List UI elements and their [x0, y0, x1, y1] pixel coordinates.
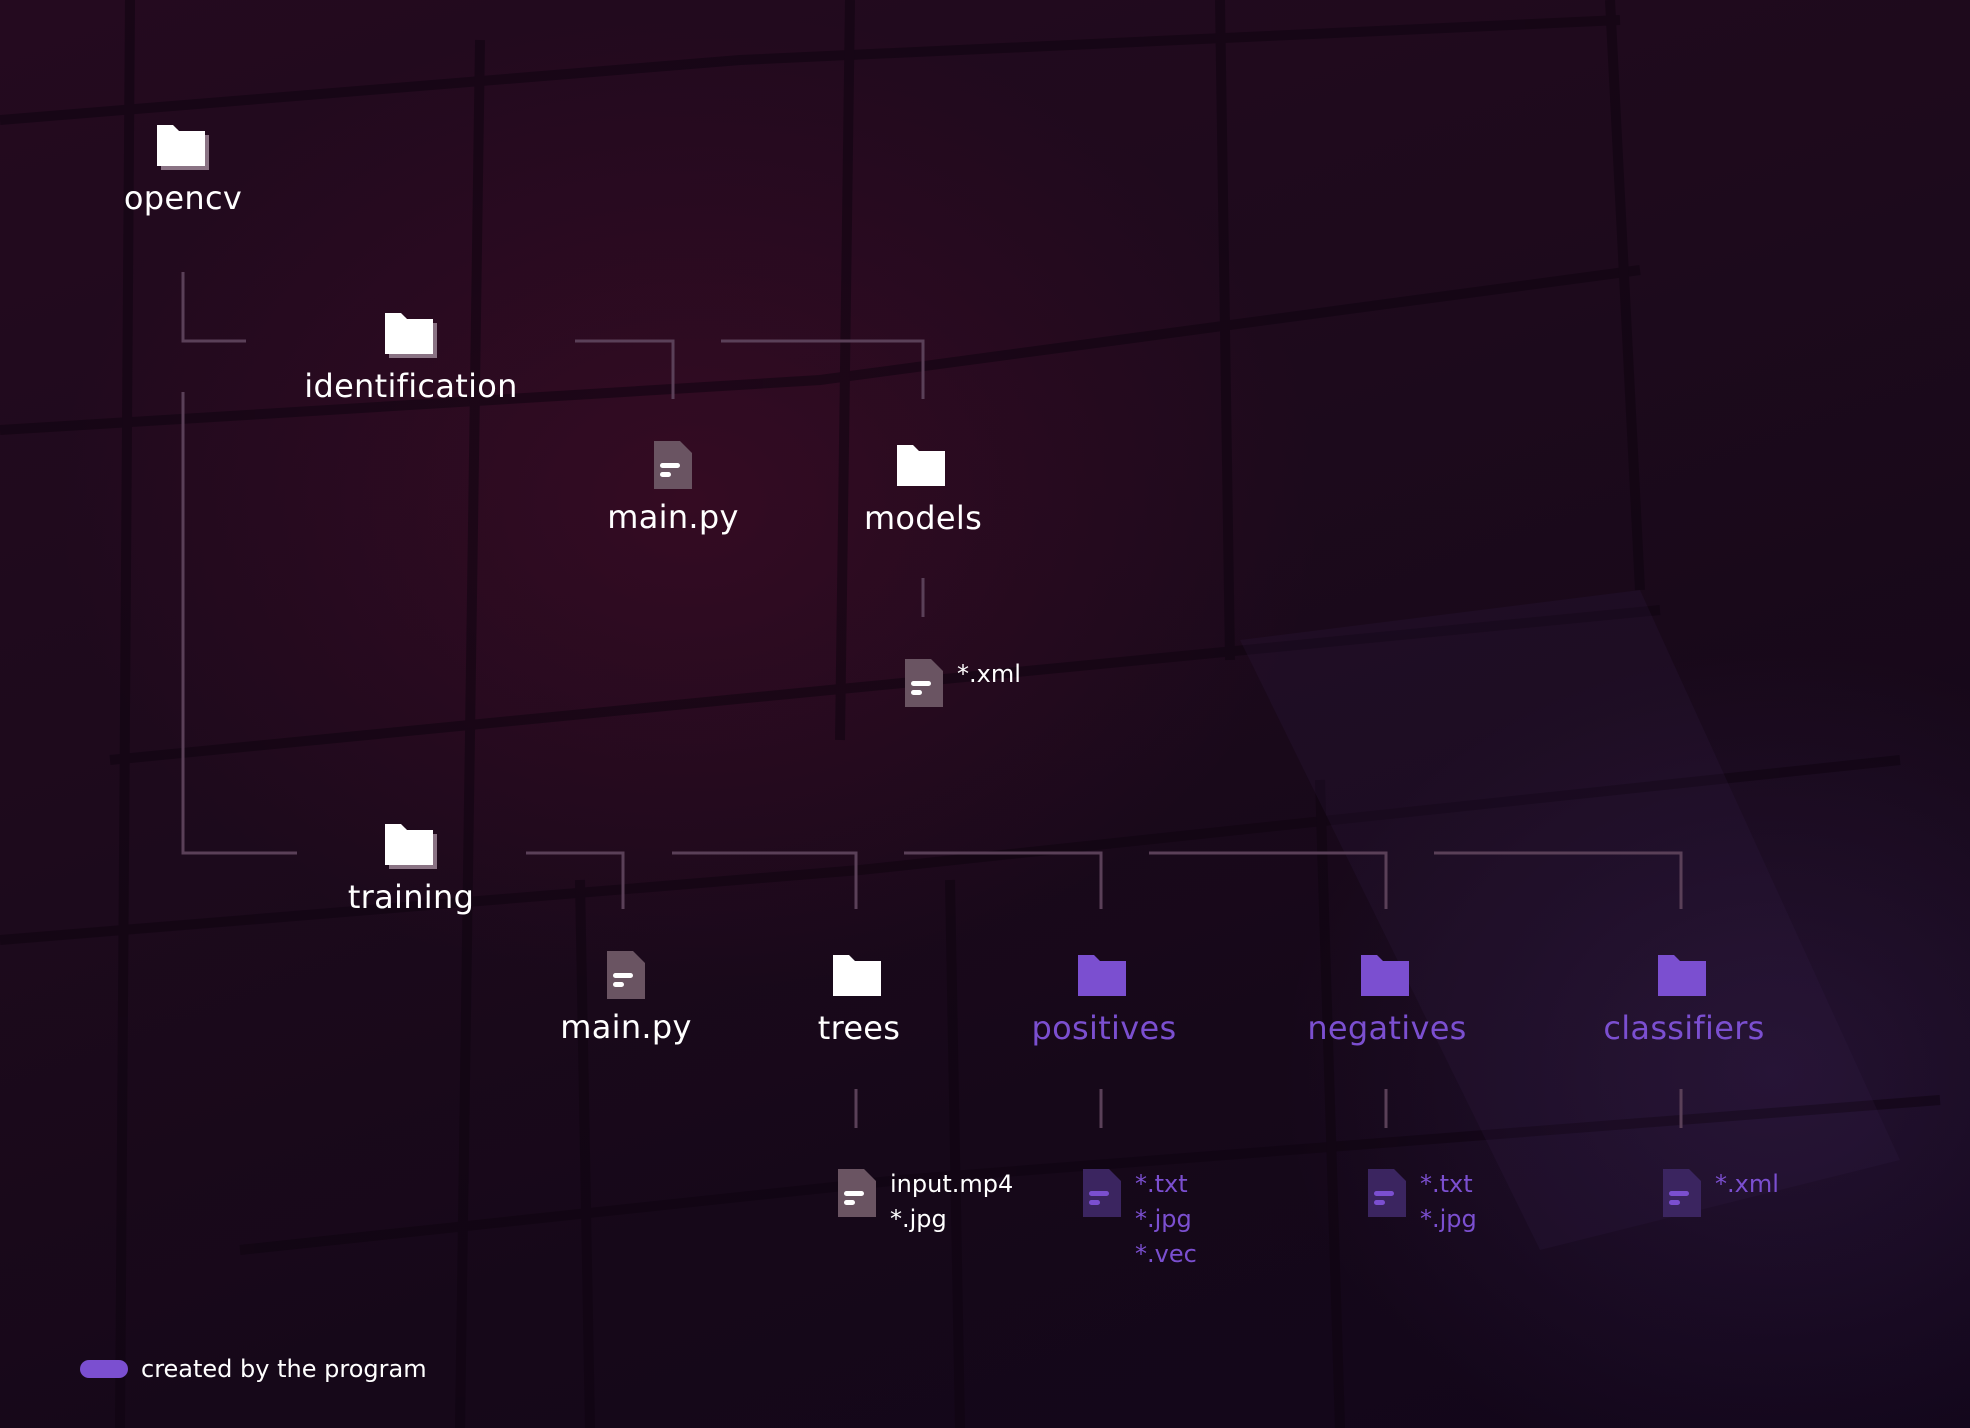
leaf-positives-files: *.txt *.jpg *.vec: [1081, 1167, 1197, 1272]
folder-identification[interactable]: identification: [291, 310, 531, 406]
file-label: main.py: [607, 498, 739, 536]
connector-training-trees: [672, 851, 858, 909]
connector-training-negatives: [1149, 851, 1388, 909]
file-label: main.py: [560, 1008, 692, 1046]
file-icon: [1663, 1169, 1701, 1217]
folder-label: training: [347, 878, 475, 916]
connector-training-positives: [904, 851, 1103, 909]
file-icon: [905, 659, 943, 707]
file-list: *.xml: [1715, 1167, 1779, 1202]
file-name: *.xml: [957, 660, 1021, 688]
folder-icon: [385, 313, 437, 358]
file-list: *.txt *.jpg *.vec: [1135, 1167, 1197, 1272]
folder-icon: [1361, 955, 1409, 996]
folder-label: classifiers: [1603, 1009, 1765, 1047]
folder-icon: [1078, 955, 1126, 996]
file-identification-main-py[interactable]: main.py: [593, 439, 753, 537]
file-name: *.jpg: [1135, 1205, 1192, 1233]
connector-identification-main: [575, 339, 675, 399]
file-icon: [607, 951, 645, 999]
file-name: *.txt: [1420, 1170, 1473, 1198]
file-name: *.txt: [1135, 1170, 1188, 1198]
leaf-negatives-files: *.txt *.jpg: [1366, 1167, 1477, 1237]
file-name: *.xml: [1715, 1170, 1779, 1198]
folder-icon: [833, 955, 881, 996]
file-list: *.txt *.jpg: [1420, 1167, 1477, 1237]
folder-label: identification: [304, 367, 518, 405]
file-name: *.jpg: [1420, 1205, 1477, 1233]
leaf-classifiers-files: *.xml: [1661, 1167, 1779, 1219]
folder-label: positives: [1031, 1009, 1177, 1047]
file-list: input.mp4 *.jpg: [890, 1167, 1013, 1237]
folder-opencv[interactable]: opencv: [103, 122, 263, 218]
file-training-main-py[interactable]: main.py: [546, 949, 706, 1047]
folder-trees[interactable]: trees: [779, 952, 939, 1048]
folder-label: negatives: [1307, 1009, 1467, 1047]
connector-training-classifiers: [1434, 851, 1683, 909]
leaf-trees-files: input.mp4 *.jpg: [836, 1167, 1013, 1237]
connector-training-main: [526, 851, 625, 909]
folder-positives[interactable]: positives: [1024, 952, 1184, 1048]
legend-label: created by the program: [141, 1355, 427, 1383]
file-list: *.xml: [957, 657, 1021, 692]
folder-label: trees: [817, 1009, 901, 1047]
folder-classifiers[interactable]: classifiers: [1584, 952, 1784, 1048]
folder-icon: [1658, 955, 1706, 996]
folder-label: models: [863, 499, 983, 537]
leaf-models-files: *.xml: [903, 657, 1021, 709]
file-name: *.vec: [1135, 1240, 1197, 1268]
connector-identification-models: [721, 339, 925, 399]
folder-icon: [385, 824, 437, 869]
file-icon: [1083, 1169, 1121, 1217]
connector-opencv-training: [181, 392, 297, 855]
connector-opencv-identification: [181, 272, 246, 343]
folder-models[interactable]: models: [843, 442, 1003, 538]
folder-negatives[interactable]: negatives: [1299, 952, 1475, 1048]
folder-label: opencv: [123, 179, 243, 217]
folder-training[interactable]: training: [331, 821, 491, 917]
file-name: *.jpg: [890, 1205, 947, 1233]
file-name: input.mp4: [890, 1170, 1014, 1198]
file-icon: [1368, 1169, 1406, 1217]
legend-swatch: [80, 1360, 128, 1378]
legend: created by the program: [80, 1355, 427, 1383]
folder-icon: [157, 125, 209, 170]
folder-icon: [897, 445, 945, 486]
file-icon: [838, 1169, 876, 1217]
file-icon: [654, 441, 692, 489]
